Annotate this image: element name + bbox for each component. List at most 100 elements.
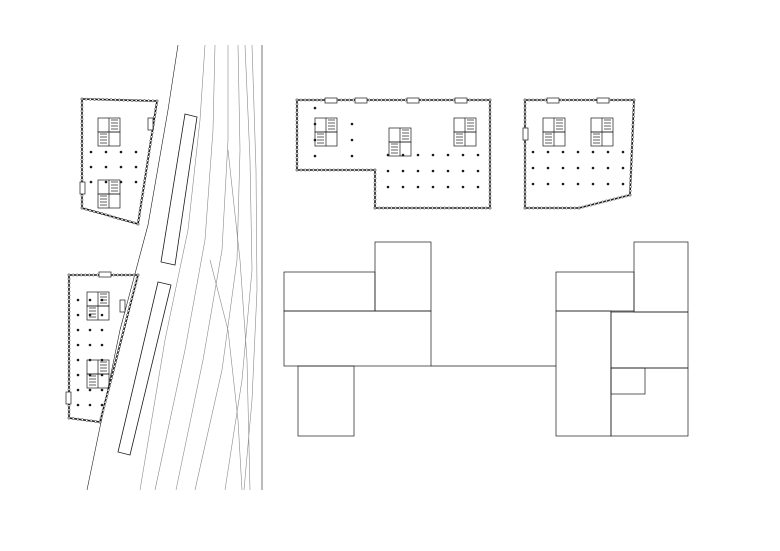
rail-track-5 bbox=[224, 44, 253, 491]
wall-tick bbox=[101, 408, 105, 412]
wall-tick bbox=[85, 418, 89, 422]
wall-tick bbox=[632, 111, 635, 114]
wall-tick bbox=[80, 117, 84, 121]
column bbox=[350, 122, 354, 126]
column bbox=[88, 373, 92, 377]
window-notch bbox=[98, 271, 112, 278]
wall-tick bbox=[80, 146, 84, 149]
wall-tick bbox=[127, 309, 131, 313]
wall-tick bbox=[147, 155, 150, 158]
wall-tick bbox=[523, 174, 527, 178]
wall-tick bbox=[303, 168, 307, 172]
wall-tick bbox=[523, 102, 527, 106]
wall-tick bbox=[585, 204, 589, 208]
wall-tick bbox=[381, 206, 385, 210]
wall-tick bbox=[67, 343, 71, 346]
column bbox=[100, 298, 104, 302]
wall-tick bbox=[316, 168, 319, 172]
rail-track-8 bbox=[209, 259, 243, 491]
wall-tick bbox=[80, 162, 84, 165]
wall-tick bbox=[67, 351, 71, 354]
wall-tick bbox=[488, 118, 492, 122]
wall-tick bbox=[122, 329, 125, 332]
column bbox=[88, 328, 92, 332]
column bbox=[350, 154, 354, 158]
wall-tick bbox=[565, 206, 568, 210]
wall-tick bbox=[124, 321, 128, 325]
wall-tick bbox=[336, 168, 340, 172]
wall-tick bbox=[628, 193, 632, 197]
wall-tick bbox=[112, 369, 115, 372]
wall-tick bbox=[539, 98, 543, 102]
wall-tick bbox=[612, 98, 616, 102]
wall-tick bbox=[106, 388, 110, 392]
wall-tick bbox=[128, 305, 132, 309]
wall-tick bbox=[631, 119, 635, 123]
column bbox=[476, 153, 480, 157]
wall-tick bbox=[67, 302, 71, 305]
wall-tick bbox=[145, 167, 148, 170]
wall-tick bbox=[155, 103, 158, 107]
wall-tick bbox=[373, 206, 377, 210]
column bbox=[446, 185, 450, 189]
core-sw-1 bbox=[86, 291, 110, 321]
wall-tick bbox=[488, 146, 492, 150]
wall-tick bbox=[424, 98, 428, 102]
wall-tick bbox=[80, 202, 84, 206]
wall-tick bbox=[98, 420, 102, 424]
wall-tick bbox=[67, 326, 71, 330]
window-notch bbox=[119, 299, 126, 313]
wall-tick bbox=[488, 150, 492, 154]
wall-tick bbox=[130, 98, 134, 102]
wall-tick bbox=[584, 98, 587, 102]
wall-tick bbox=[418, 206, 422, 210]
wall-tick bbox=[488, 170, 492, 174]
wall-tick bbox=[299, 98, 303, 102]
wall-tick bbox=[523, 158, 527, 162]
wall-tick bbox=[624, 194, 628, 198]
wall-tick bbox=[147, 99, 151, 103]
core-sw-2 bbox=[86, 359, 110, 389]
wall-tick bbox=[295, 148, 299, 151]
wall-tick bbox=[385, 206, 389, 210]
wall-tick bbox=[119, 341, 122, 344]
wall-tick bbox=[67, 375, 71, 379]
wall-tick bbox=[154, 107, 158, 111]
wall-tick bbox=[126, 98, 130, 102]
wall-tick bbox=[488, 174, 492, 178]
wall-tick bbox=[580, 98, 583, 102]
wall-tick bbox=[523, 110, 527, 114]
wall-tick bbox=[80, 206, 84, 210]
wall-tick bbox=[118, 345, 121, 348]
wall-tick bbox=[353, 168, 356, 172]
wall-tick bbox=[80, 138, 84, 141]
wall-tick bbox=[96, 273, 99, 277]
wall-tick bbox=[121, 333, 124, 336]
wall-tick bbox=[420, 98, 423, 102]
column bbox=[134, 180, 138, 184]
wall-tick bbox=[148, 147, 151, 150]
wall-tick bbox=[115, 357, 118, 360]
wall-tick bbox=[629, 168, 633, 172]
wall-tick bbox=[523, 206, 527, 210]
column bbox=[461, 153, 465, 157]
wall-tick bbox=[67, 298, 71, 301]
wall-tick bbox=[109, 98, 113, 102]
wall-tick bbox=[80, 113, 84, 117]
wall-tick bbox=[67, 273, 71, 277]
wall-tick bbox=[120, 273, 124, 277]
wall-tick bbox=[143, 99, 146, 103]
column bbox=[104, 180, 108, 184]
rail-track-4 bbox=[194, 44, 241, 491]
column bbox=[88, 298, 92, 302]
wall-tick bbox=[569, 206, 573, 210]
wall-tick bbox=[484, 206, 488, 210]
wall-tick bbox=[315, 98, 319, 102]
wall-tick bbox=[150, 131, 154, 135]
wall-tick bbox=[80, 133, 84, 137]
wall-tick bbox=[444, 98, 448, 102]
wall-tick bbox=[592, 98, 595, 102]
wall-tick bbox=[136, 273, 140, 277]
wall-tick bbox=[92, 273, 95, 277]
block-b4 bbox=[610, 311, 689, 369]
